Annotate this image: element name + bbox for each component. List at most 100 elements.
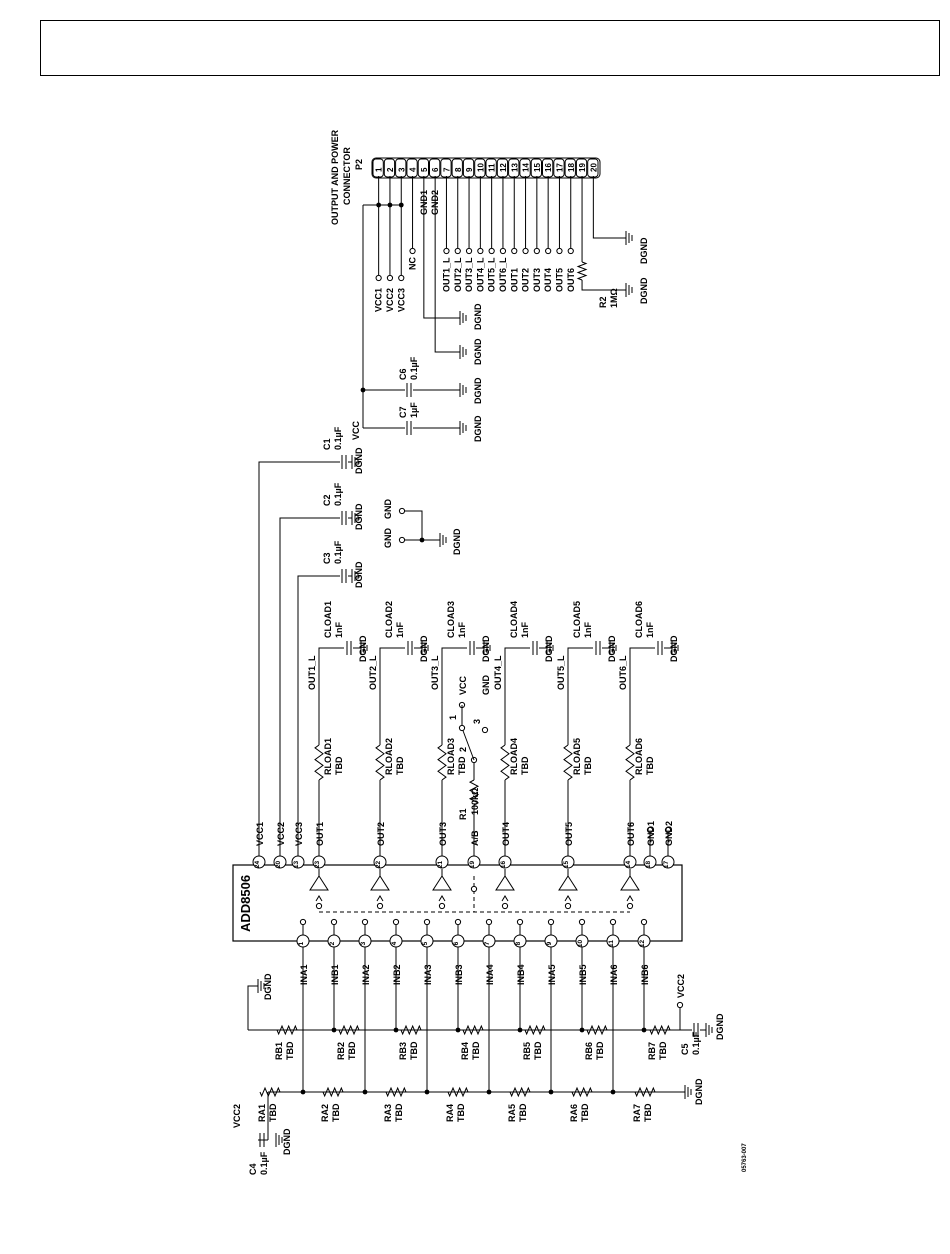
terminal <box>676 1001 684 1009</box>
terminal <box>398 507 406 515</box>
ra-resistor <box>259 1086 281 1098</box>
connector-title-1: OUTPUT AND POWER <box>330 129 340 225</box>
ra-resistor <box>634 1086 656 1098</box>
header-box <box>40 20 940 76</box>
ra-name: RA7 <box>632 1104 642 1122</box>
cload-name: CLOAD3 <box>446 601 456 638</box>
junction-dot <box>579 1027 585 1033</box>
pin-number: 17 <box>663 861 670 869</box>
supply-capacitor <box>341 455 347 469</box>
pin-label-INB2: INB2 <box>392 964 402 985</box>
pin-number: 2 <box>329 941 336 945</box>
c6-name: C6 <box>398 368 408 380</box>
ra-name: RA1 <box>257 1104 267 1122</box>
connector-pin-number: 3 <box>397 167 406 172</box>
ground-symbol <box>609 641 617 655</box>
wiring <box>247 157 713 1147</box>
pin-number: 24 <box>254 861 261 869</box>
conn-label-OUT1: OUT1 <box>509 268 519 292</box>
pin-number: 8 <box>515 941 522 945</box>
pin-label-VCC1: VCC1 <box>255 822 265 846</box>
ra-value: TBD <box>331 1103 341 1122</box>
ra-name: RA2 <box>320 1104 330 1122</box>
ground-symbol <box>360 641 368 655</box>
conn-label-OUT5_L: OUT5_L <box>487 257 497 292</box>
dgnd-label: DGND <box>354 561 364 588</box>
ra-resistor <box>509 1086 531 1098</box>
conn-label-OUT6: OUT6 <box>566 268 576 292</box>
ra-value: TBD <box>394 1103 404 1122</box>
ground-symbol <box>351 455 359 469</box>
ra-value: TBD <box>580 1103 590 1122</box>
pin-label-INB5: INB5 <box>578 964 588 985</box>
vcc-wire <box>258 461 340 856</box>
supply-capacitor <box>341 511 347 525</box>
rb-name: RB4 <box>460 1042 470 1060</box>
terminal <box>454 918 462 926</box>
conn-label-OUT6_L: OUT6_L <box>498 257 508 292</box>
rb-name: RB2 <box>336 1042 346 1060</box>
rb-name: RB1 <box>274 1042 284 1060</box>
pin-label-INA6: INA6 <box>609 964 619 985</box>
wire <box>423 176 460 319</box>
pin-label-VCC3: VCC3 <box>294 822 304 846</box>
junction-dot <box>610 1089 616 1095</box>
connector-pin-number: 6 <box>431 167 440 172</box>
pin-number: 10 <box>577 940 584 948</box>
connector-pin-12 <box>496 158 509 178</box>
switch-pin-1: 1 <box>448 715 458 720</box>
terminal <box>609 918 617 926</box>
rb-value: TBD <box>471 1041 481 1060</box>
conn-label-gnd1: GND1 <box>419 190 429 215</box>
pin-number: 1 <box>298 941 305 945</box>
cload-capacitor <box>407 641 413 655</box>
c4-value: 0.1µF <box>259 1151 269 1175</box>
conn-label-OUT5: OUT5 <box>554 268 564 292</box>
dgnd-label: DGND <box>481 635 491 662</box>
pin-label-INB4: INB4 <box>516 964 526 985</box>
terminal <box>626 902 634 910</box>
wire <box>592 176 626 239</box>
ra-resistor <box>322 1086 344 1098</box>
vcc-label: VCC <box>351 420 361 440</box>
rload-name: RLOAD5 <box>572 738 582 775</box>
pin-label-OUT1: OUT1 <box>315 822 325 846</box>
ground-symbol <box>459 421 467 435</box>
terminal <box>458 724 466 732</box>
c6-value: 0.1µF <box>409 356 419 380</box>
dgnd-label: DGND <box>354 503 364 530</box>
pin-label-INA2: INA2 <box>361 964 371 985</box>
out-l-label: OUT6_L <box>618 655 628 690</box>
enable-arrow <box>438 895 446 902</box>
terminal <box>481 726 489 734</box>
conn-label-OUT2: OUT2 <box>521 268 531 292</box>
rload-value: TBD <box>583 756 593 775</box>
junction-dot <box>424 1089 430 1095</box>
connector-pin-number: 20 <box>589 163 598 172</box>
pin-label-INB6: INB6 <box>640 964 650 985</box>
dgnd-label: DGND <box>669 635 679 662</box>
cload-capacitor <box>469 641 475 655</box>
rb-resistor <box>276 1024 298 1036</box>
dgnd-label: DGND <box>358 635 368 662</box>
pin-number: 4 <box>391 941 398 945</box>
ra-resistor <box>571 1086 593 1098</box>
pin-number: 6 <box>453 941 460 945</box>
terminal <box>443 247 450 255</box>
cload-capacitor <box>346 641 352 655</box>
buffer-triangle-4 <box>495 875 515 891</box>
buffer-group <box>309 875 640 902</box>
rb-resistor <box>586 1024 608 1036</box>
pin-number: 18 <box>645 861 652 869</box>
connector-pin-number: 8 <box>454 167 463 172</box>
gnd-label: GND <box>383 528 393 549</box>
ra-name: RA4 <box>445 1104 455 1122</box>
rload-resistor <box>625 744 635 781</box>
wire <box>504 647 530 745</box>
terminal <box>454 247 461 255</box>
pin-label-OUT5: OUT5 <box>564 822 574 846</box>
ground-symbol <box>351 569 359 583</box>
c5-value: 0.1µF <box>691 1031 701 1055</box>
ground-symbol <box>705 1023 713 1037</box>
